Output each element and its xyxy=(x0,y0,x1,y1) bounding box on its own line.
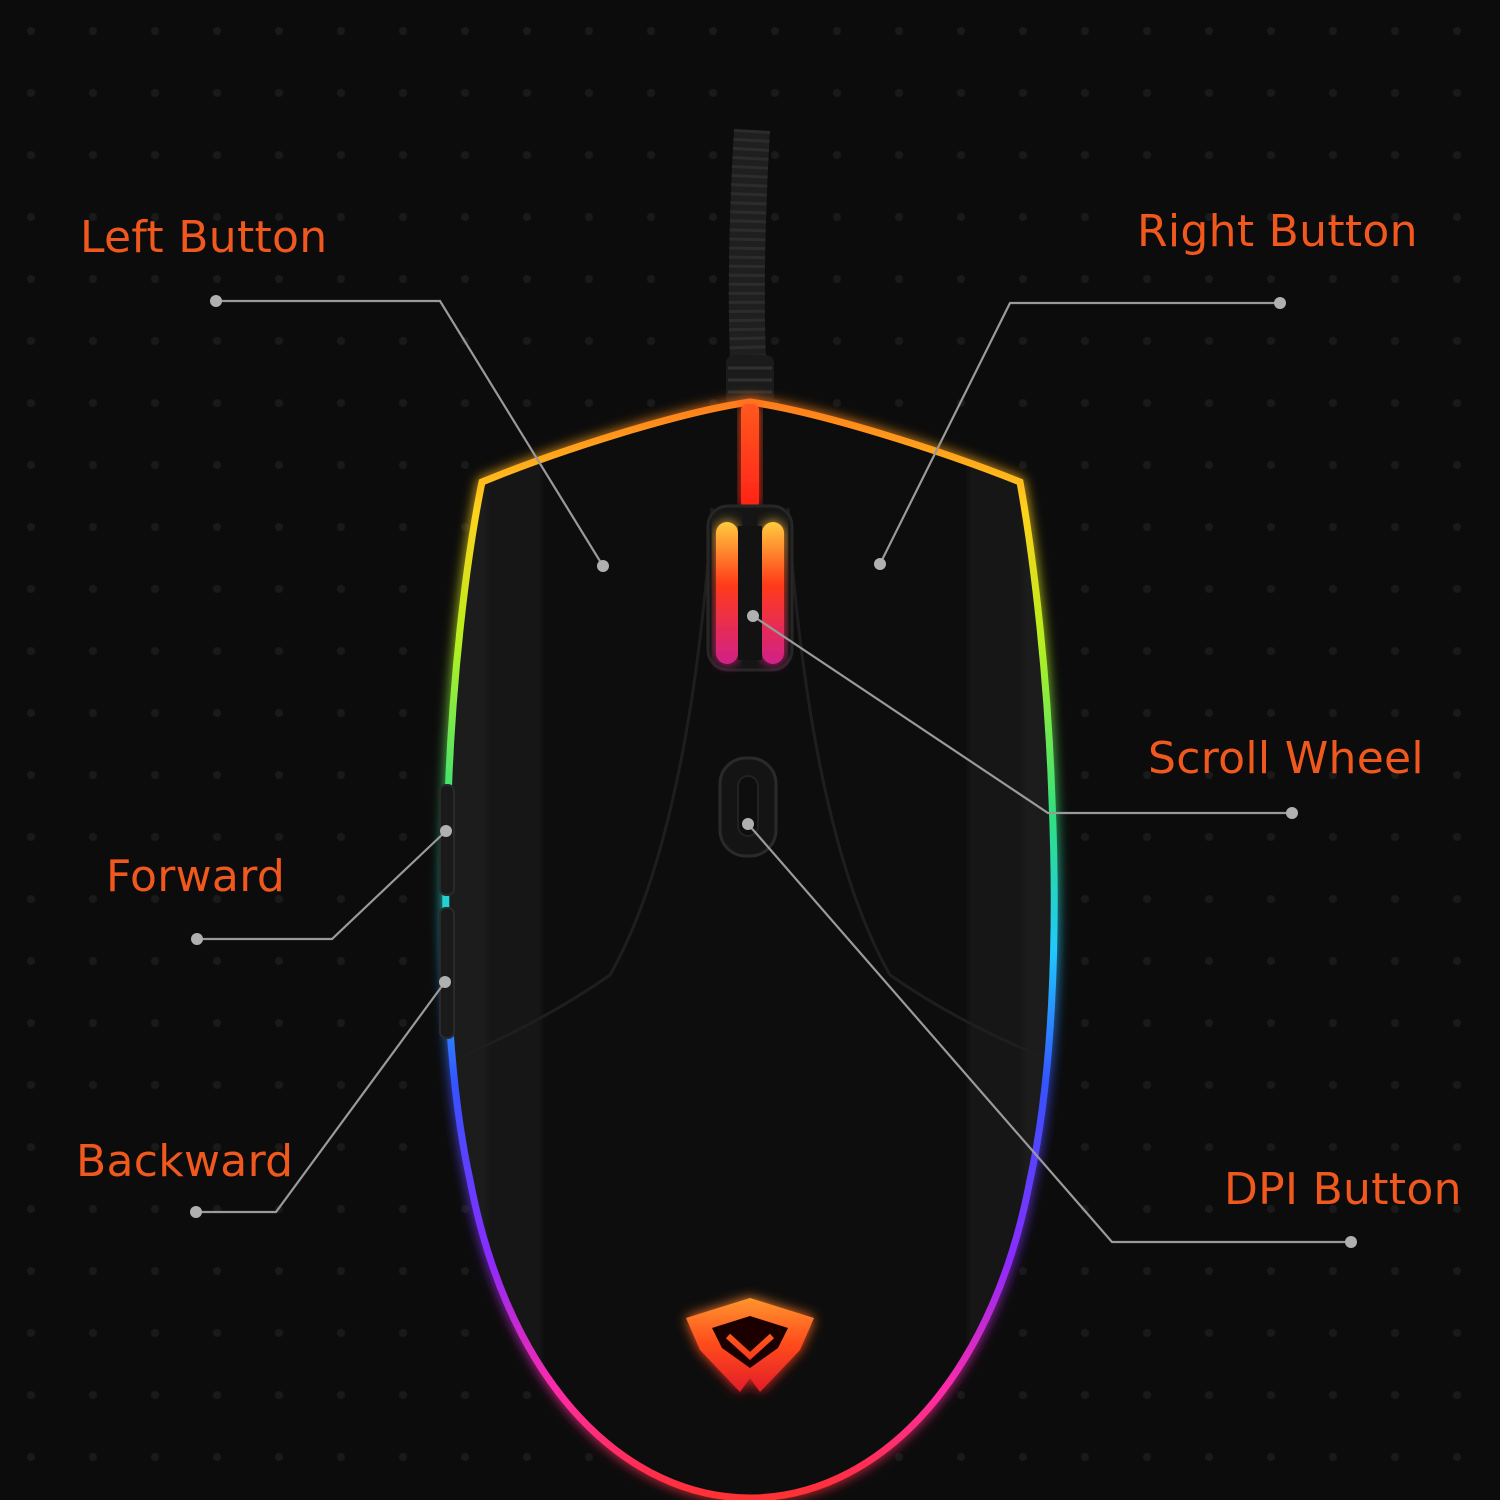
left-button-label: Left Button xyxy=(80,212,328,263)
leader-left-button xyxy=(216,299,604,567)
brand-logo-icon xyxy=(686,1298,814,1392)
mouse-cable xyxy=(726,128,774,405)
leader-scroll-wheel xyxy=(752,615,1292,815)
center-light-strip xyxy=(741,404,759,508)
backward-side-button[interactable] xyxy=(439,907,455,1039)
leader-forward xyxy=(197,830,447,941)
scroll-wheel[interactable] xyxy=(706,504,794,672)
left-button-seam xyxy=(464,507,714,1057)
leader-dpi-button xyxy=(747,823,1351,1244)
mouse-shell xyxy=(442,398,1058,1500)
dpi-button-label: DPI Button xyxy=(1224,1164,1462,1215)
right-button-label: Right Button xyxy=(1137,206,1418,257)
leader-right-button xyxy=(879,301,1280,565)
backward-label: Backward xyxy=(76,1136,294,1187)
leader-backward xyxy=(196,981,446,1214)
forward-label: Forward xyxy=(106,851,286,902)
leader-dots xyxy=(190,295,1357,1248)
scroll-wheel-label: Scroll Wheel xyxy=(1148,733,1424,784)
forward-side-button[interactable] xyxy=(439,784,455,896)
leader-lines xyxy=(196,299,1351,1244)
right-button-seam xyxy=(786,507,1039,1057)
